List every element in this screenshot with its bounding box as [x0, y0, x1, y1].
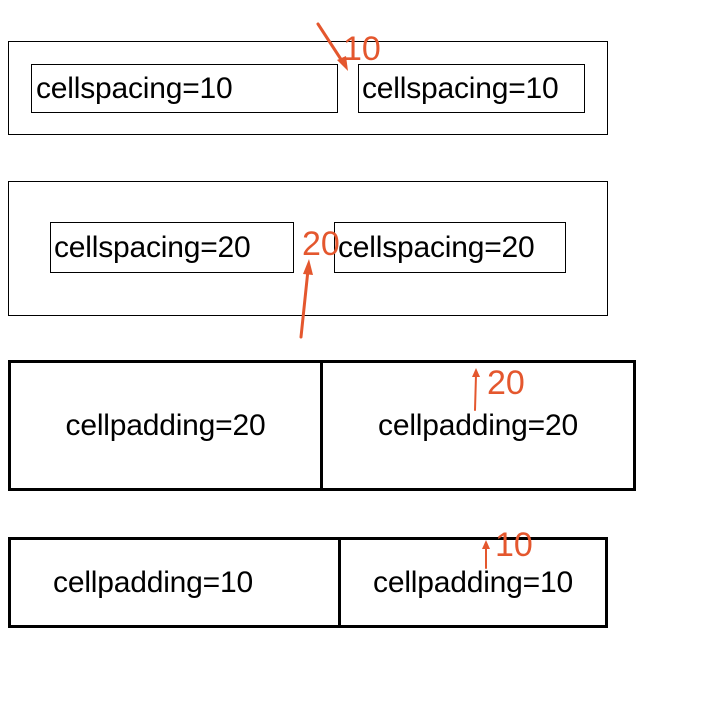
arrowhead-spacing-10	[337, 56, 348, 71]
cellpadding-10-divider	[338, 537, 341, 628]
cellspacing-20-cell-2: cellspacing=20	[334, 222, 566, 273]
arrow-spacing-20	[299, 268, 310, 339]
cell-label: cellspacing=10	[362, 71, 559, 105]
arrowhead-spacing-20	[303, 259, 313, 275]
cell-label: cellpadding=20	[378, 408, 578, 442]
cellspacing-10-cell-1: cellspacing=10	[31, 64, 338, 113]
annotation-spacing-20: 20	[302, 225, 340, 263]
cellspacing-10-table	[8, 41, 608, 135]
arrow-padding-20	[474, 374, 477, 411]
cell-label: cellpadding=10	[373, 565, 573, 599]
cellpadding-10-cell-2: cellpadding=10	[341, 540, 605, 625]
arrow-spacing-10	[316, 22, 346, 66]
cellpadding-10-cell-1: cellpadding=10	[11, 540, 295, 625]
cellpadding-20-divider	[320, 360, 323, 491]
cellspacing-20-cell-1: cellspacing=20	[50, 222, 294, 273]
cell-label: cellpadding=10	[53, 565, 253, 599]
cellspacing-20-table	[8, 181, 608, 316]
cell-label: cellspacing=20	[338, 230, 535, 264]
annotation-padding-10: 10	[495, 526, 533, 564]
cell-label: cellspacing=10	[36, 71, 233, 105]
annotation-padding-20: 20	[487, 364, 525, 402]
cellpadding-20-cell-1: cellpadding=20	[11, 363, 320, 488]
cellpadding-20-cell-2: cellpadding=20	[323, 363, 633, 488]
arrowhead-padding-10	[482, 540, 490, 549]
cellspacing-10-cell-2: cellspacing=10	[358, 64, 585, 113]
cell-label: cellspacing=20	[54, 230, 251, 264]
annotation-spacing-10: 10	[343, 30, 381, 68]
cell-label: cellpadding=20	[65, 408, 266, 442]
arrowhead-padding-20	[472, 368, 480, 377]
cellpadding-10-table	[8, 537, 608, 628]
